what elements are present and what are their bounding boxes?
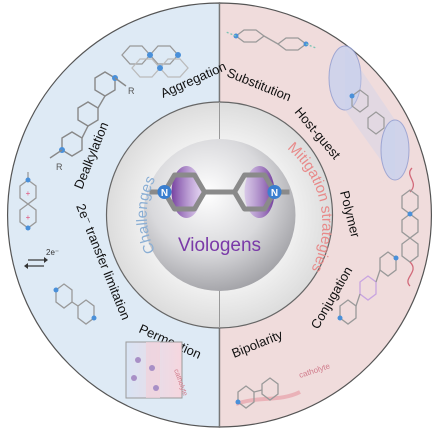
nitrogen-label-right: N	[271, 188, 278, 199]
nitrogen-label-left: N	[161, 188, 168, 199]
transfer-arrow-label: 2e⁻	[46, 248, 59, 257]
polymer-chain-icon	[401, 167, 419, 287]
cyclodextrin-host-icon	[328, 45, 410, 181]
conjugation-viologen-icon	[337, 251, 399, 325]
center-viologen-icon: N N	[149, 166, 290, 218]
reduced-viologen-icon	[53, 283, 97, 325]
aggregation-stack-icon	[121, 45, 189, 78]
substitution-viologen-icon	[225, 29, 317, 51]
svg-text:+: +	[26, 189, 31, 198]
dealkylation-r-label-top: R	[128, 86, 135, 96]
membrane-icon: catholyte	[125, 341, 188, 399]
dealkylation-r-label-bottom: R	[56, 162, 63, 172]
viologen-molecule-left-icon: + +	[19, 172, 37, 231]
center-sphere	[143, 139, 296, 291]
electron-transfer-arrows-icon: 2e⁻	[24, 248, 59, 269]
center-title: Viologens	[178, 235, 261, 256]
dealkylation-viologen-icon: R R	[49, 71, 135, 172]
svg-text:+: +	[26, 213, 31, 222]
